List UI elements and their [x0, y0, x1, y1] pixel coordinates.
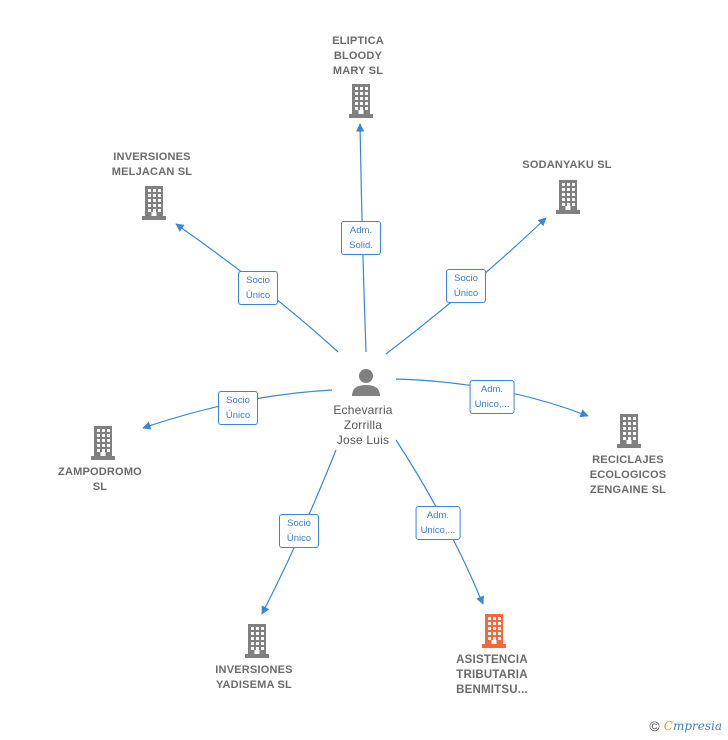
- copyright-symbol: ©: [649, 718, 660, 734]
- company-name-asistencia[interactable]: ASISTENCIA TRIBUTARIA BENMITSU...: [456, 654, 528, 696]
- relation-label-asistencia[interactable]: Adm. Unico,...: [415, 506, 461, 540]
- relation-label-meljacan[interactable]: Socio Único: [238, 271, 278, 305]
- brand-logo[interactable]: Cmpresia: [663, 719, 722, 733]
- building-icon[interactable]: [346, 84, 376, 123]
- footer-copyright: © Cmpresia: [649, 718, 722, 734]
- relation-label-yadisema[interactable]: Socio Único: [279, 514, 319, 548]
- relation-label-zampodromo[interactable]: Socio Único: [218, 391, 258, 425]
- building-icon[interactable]: [614, 414, 644, 453]
- company-name-yadisema[interactable]: INVERSIONES YADISEMA SL: [215, 664, 293, 691]
- center-person-name[interactable]: Echevarria Zorrilla Jose Luis: [333, 403, 393, 447]
- relation-label-reciclajes[interactable]: Adm. Unico,...: [469, 380, 515, 414]
- building-icon[interactable]: [139, 186, 169, 225]
- building-icon[interactable]: [242, 624, 272, 663]
- relation-label-eliptica[interactable]: Adm. Solid.: [341, 221, 381, 255]
- company-name-zampodromo[interactable]: ZAMPODROMO SL: [58, 466, 142, 493]
- company-name-sodanyaku[interactable]: SODANYAKU SL: [522, 159, 612, 171]
- relation-label-sodanyaku[interactable]: Socio Único: [446, 269, 486, 303]
- company-name-meljacan[interactable]: INVERSIONES MELJACAN SL: [111, 151, 193, 178]
- building-icon[interactable]: [88, 426, 118, 465]
- company-name-reciclajes[interactable]: RECICLAJES ECOLOGICOS ZENGAINE SL: [589, 454, 667, 496]
- building-icon[interactable]: [479, 614, 509, 653]
- company-name-eliptica[interactable]: ELIPTICA BLOODY MARY SL: [332, 35, 384, 77]
- person-icon[interactable]: [351, 368, 381, 401]
- building-icon[interactable]: [553, 180, 583, 219]
